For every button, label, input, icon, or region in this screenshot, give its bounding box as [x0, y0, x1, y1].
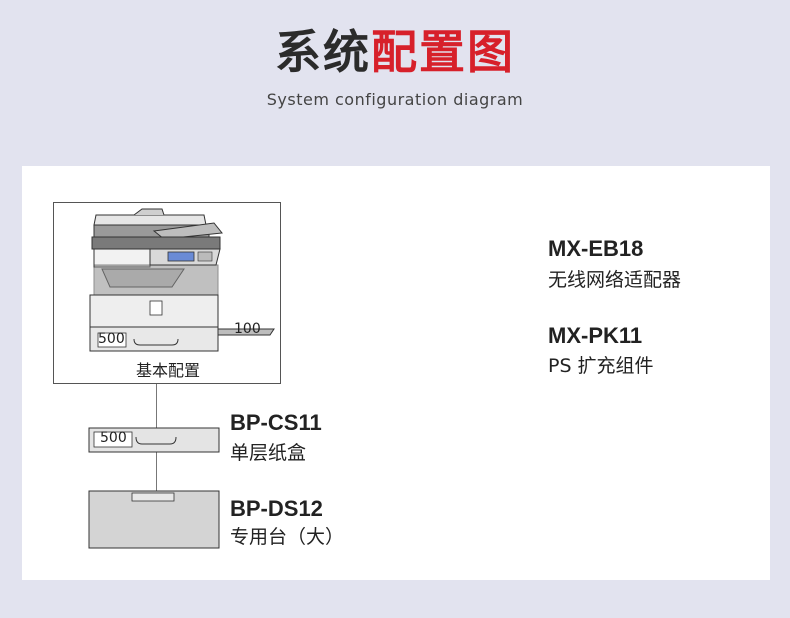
print-engine-shape [93, 264, 219, 296]
feeder-tray-shape [133, 208, 165, 216]
keypad-shape [197, 251, 213, 262]
copier-illustration [89, 208, 275, 352]
stand-handle [131, 492, 175, 502]
diagram-panel: 500 100 基本配置 500 BP-CS11 单层纸盒 BP-DS12 专用… [22, 166, 770, 580]
tray-label-shape [97, 332, 127, 348]
option-code-mx-eb18: MX-EB18 [548, 236, 644, 261]
feeder-lid-shape [93, 214, 207, 226]
stand-illustration [88, 490, 220, 549]
bypass-capacity: 100 [234, 321, 261, 337]
option-desc-bp-ds12: 专用台（大） [230, 526, 345, 548]
option-desc-bp-cs11: 单层纸盒 [230, 442, 307, 464]
single-tray-handle [135, 436, 177, 445]
single-tray-illustration [88, 427, 220, 453]
feeder-output-shape [152, 222, 223, 240]
single-tray-capacity: 500 [100, 430, 127, 446]
page-subtitle: System configuration diagram [266, 90, 524, 109]
touch-screen-shape [167, 251, 195, 262]
base-tray-capacity: 500 [98, 331, 125, 347]
front-door-shape [149, 300, 163, 316]
scanner-shape [91, 236, 221, 250]
option-code-bp-cs11: BP-CS11 [230, 410, 322, 435]
page-title: 系统配置图 [0, 22, 790, 82]
option-desc-mx-pk11: PS 扩充组件 [548, 355, 654, 377]
tray-handle-shape [133, 338, 179, 346]
output-area-shape [93, 248, 151, 268]
base-configuration-label: 基本配置 [135, 361, 200, 380]
option-code-mx-pk11: MX-PK11 [548, 323, 643, 348]
title-red-part: 配置图 [371, 25, 515, 79]
connector-line-2 [156, 452, 157, 492]
option-desc-mx-eb18: 无线网络适配器 [548, 269, 682, 291]
connector-line-1 [156, 384, 157, 428]
title-dark-part: 系统 [275, 25, 371, 79]
single-tray-label-box [93, 431, 133, 448]
option-code-bp-ds12: BP-DS12 [230, 496, 323, 521]
base-configuration-box: 500 100 基本配置 [53, 202, 281, 384]
